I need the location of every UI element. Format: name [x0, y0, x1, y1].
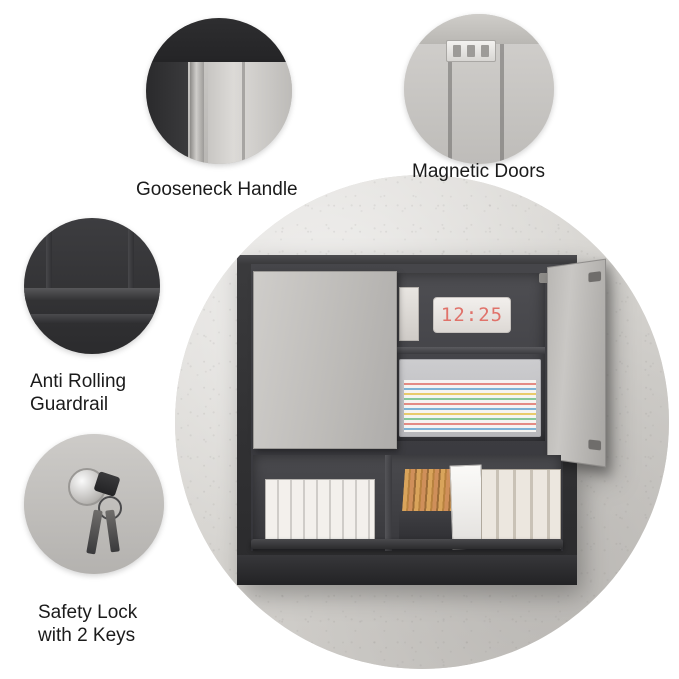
- callout-bubble-magnetic-doors: [404, 14, 554, 164]
- magnetic-catch-detail: [446, 40, 496, 62]
- callout-label-line-2: with 2 Keys: [38, 625, 136, 646]
- magnet-contact-left: [453, 45, 461, 57]
- document-tray-item: [399, 359, 541, 437]
- bubble-background: [24, 218, 160, 354]
- gooseneck-handle-detail: [190, 62, 204, 164]
- callout-label-gooseneck-handle: Gooseneck Handle: [136, 179, 298, 200]
- digital-clock-item: 12:25: [433, 297, 511, 333]
- callout-label-safety-lock: Safety Lock with 2 Keys: [38, 601, 137, 647]
- anti-rolling-guardrail: [251, 539, 563, 549]
- lower-shelf-divider: [385, 455, 392, 551]
- callout-bubble-anti-rolling-guardrail: [24, 218, 160, 354]
- door-seam-left-detail: [448, 44, 452, 164]
- door-hinge-bottom: [588, 439, 602, 451]
- callout-label-line-2: Guardrail: [30, 394, 109, 415]
- storage-box-item: [399, 287, 419, 341]
- lever-arch-binders-item: [481, 469, 561, 549]
- callout-label-magnetic-doors: Magnetic Doors: [412, 161, 546, 182]
- sliding-door-panel: [253, 271, 397, 449]
- product-photo-circle: 12:25: [175, 175, 669, 669]
- magnet-contact-right: [481, 45, 489, 57]
- cabinet-frame-top-detail: [146, 18, 292, 62]
- clock-display: 12:25: [440, 304, 504, 326]
- callout-label-anti-rolling-guardrail: Anti Rolling Guardrail: [30, 370, 126, 416]
- shelf-edge-detail: [24, 314, 160, 324]
- callout-label-line-1: Anti Rolling: [30, 371, 127, 392]
- callout-bubble-gooseneck-handle: [146, 18, 292, 164]
- tray-papers: [404, 380, 536, 432]
- cabinet-top-panel: [237, 255, 577, 264]
- white-binder-item: [449, 464, 485, 550]
- callout-bubble-safety-lock: [24, 434, 164, 574]
- magnet-contact-center: [467, 45, 475, 57]
- magnetic-catch: [539, 273, 551, 283]
- books-item: [265, 479, 375, 547]
- guardrail-post-left: [46, 218, 52, 288]
- door-seam-right-detail: [500, 44, 504, 164]
- guardrail-post-right: [128, 218, 134, 288]
- door-hinge-top: [588, 271, 602, 283]
- door-top-edge-detail: [404, 14, 554, 44]
- storage-cabinet: 12:25: [237, 255, 607, 585]
- door-panel-detail: [208, 62, 292, 164]
- open-hinged-door: [547, 258, 607, 468]
- callout-label-line-1: Safety Lock: [38, 602, 138, 623]
- upper-shelf-divider: [393, 347, 545, 354]
- cabinet-bottom-panel: [237, 555, 577, 585]
- guardrail-detail: [24, 288, 160, 301]
- door-seam-detail: [242, 62, 245, 164]
